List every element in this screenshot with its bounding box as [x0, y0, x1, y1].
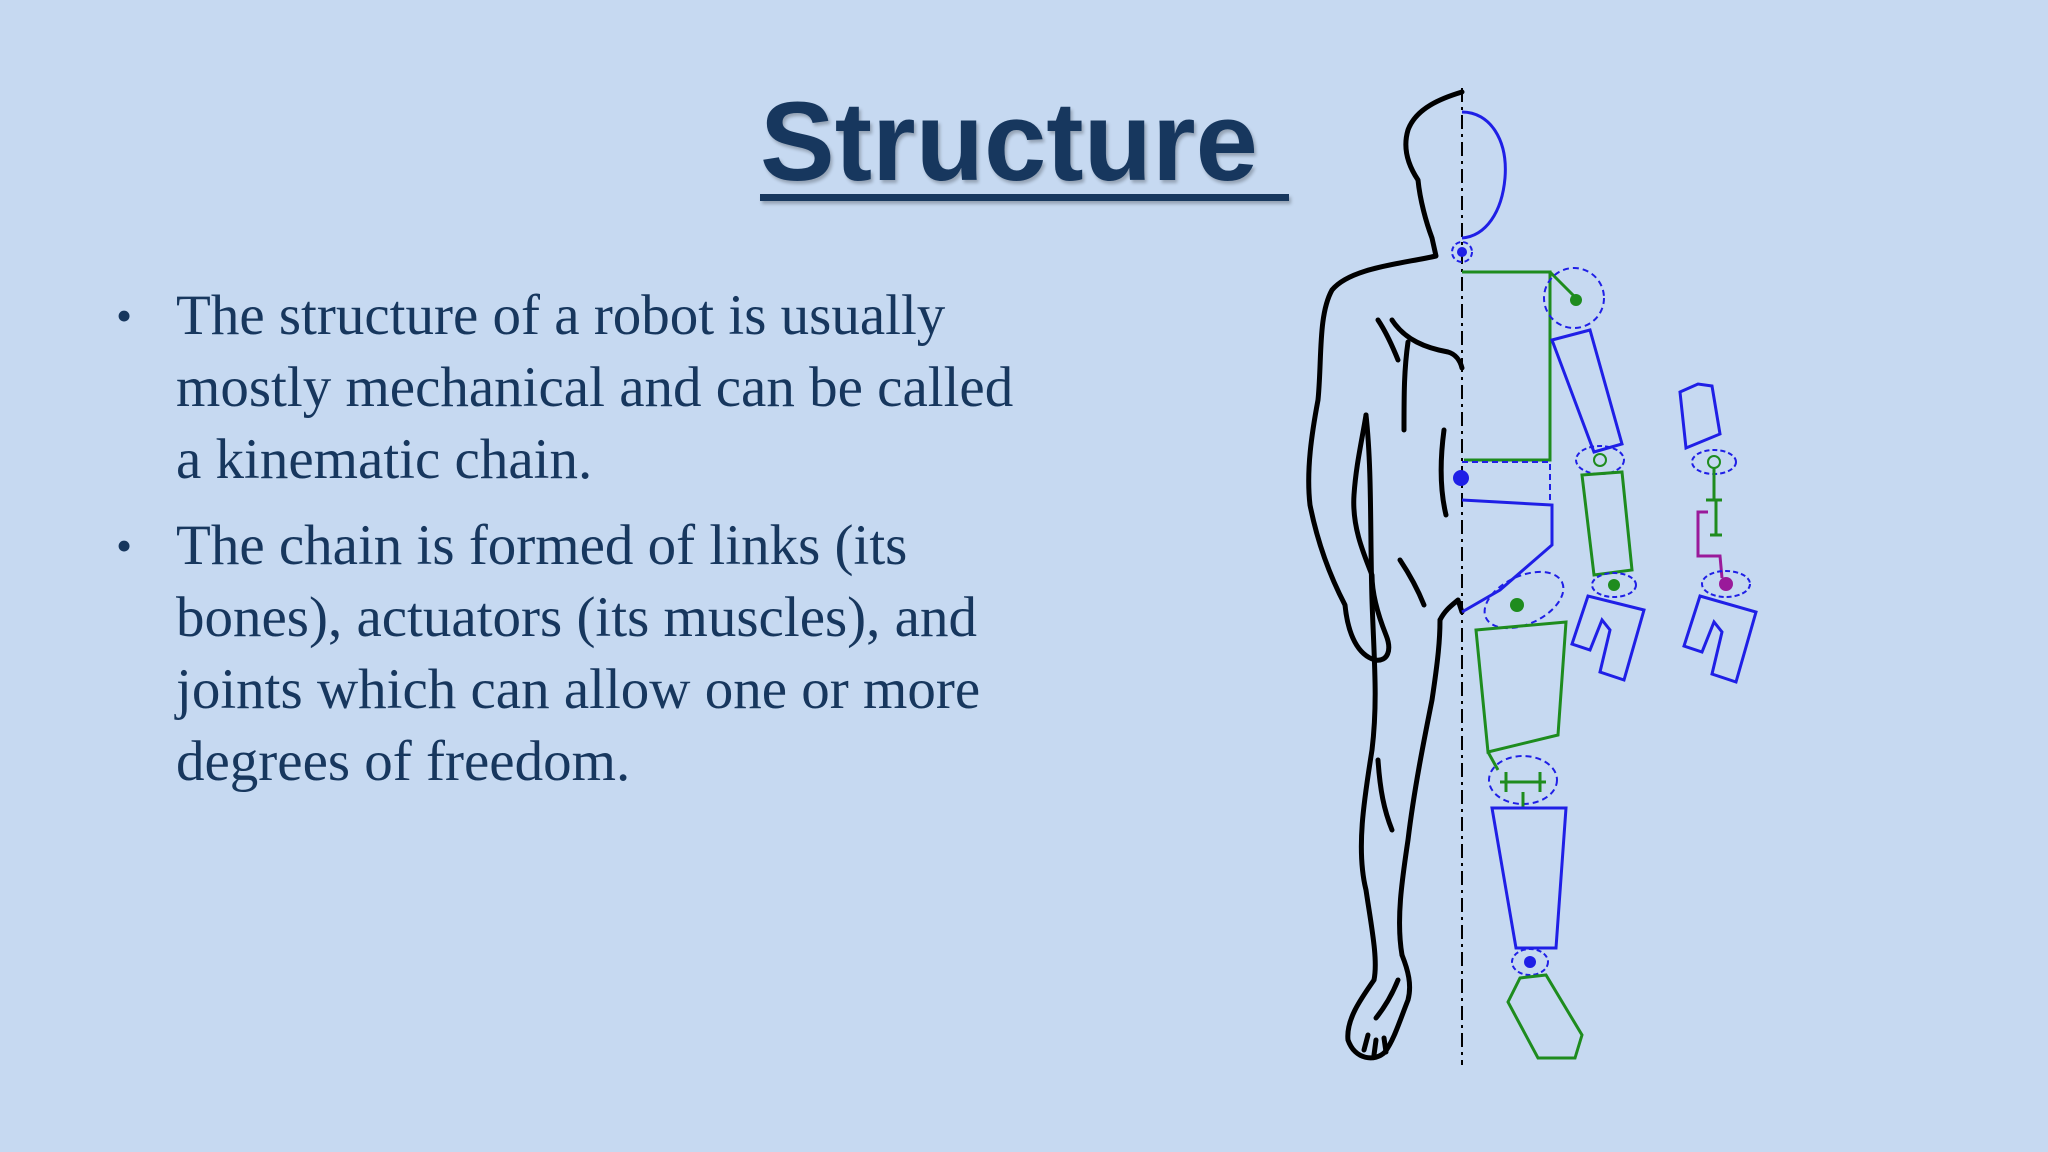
bullet-text: The structure of a robot is usually most…: [176, 284, 1014, 491]
shoulder-joint-icon: [1543, 267, 1605, 329]
bullet-icon: •: [116, 520, 133, 571]
robot-head-icon: [1461, 110, 1507, 240]
thigh-joint-icon: [1483, 570, 1565, 630]
thigh-icon: [1474, 620, 1568, 754]
shin-icon: [1490, 806, 1568, 950]
robot-pelvis-icon: [1461, 498, 1554, 614]
kinematic-chain-figure: [1306, 88, 1758, 1065]
bullet-text: The chain is formed of links (its bones)…: [176, 514, 981, 793]
slide-title: Structure: [760, 79, 1289, 204]
bullet-list: • The structure of a robot is usually mo…: [116, 280, 1016, 812]
bullet-icon: •: [116, 290, 133, 341]
hip-joint-icon: [1453, 470, 1469, 486]
bullet-item: • The chain is formed of links (its bone…: [116, 510, 1016, 798]
human-outline-icon: [1306, 89, 1465, 1061]
robot-torso-icon: [1462, 270, 1552, 462]
actuator-icon: [1696, 510, 1724, 579]
upper-arm-icon: [1550, 328, 1624, 454]
detached-upper-arm-icon: [1678, 382, 1722, 451]
forearm-icon: [1580, 470, 1634, 577]
neck-joint-icon: [1451, 241, 1473, 263]
hand-icon: [1570, 594, 1646, 682]
detached-hand-icon: [1682, 594, 1758, 684]
foot-icon: [1506, 973, 1584, 1060]
bullet-item: • The structure of a robot is usually mo…: [116, 280, 1016, 496]
